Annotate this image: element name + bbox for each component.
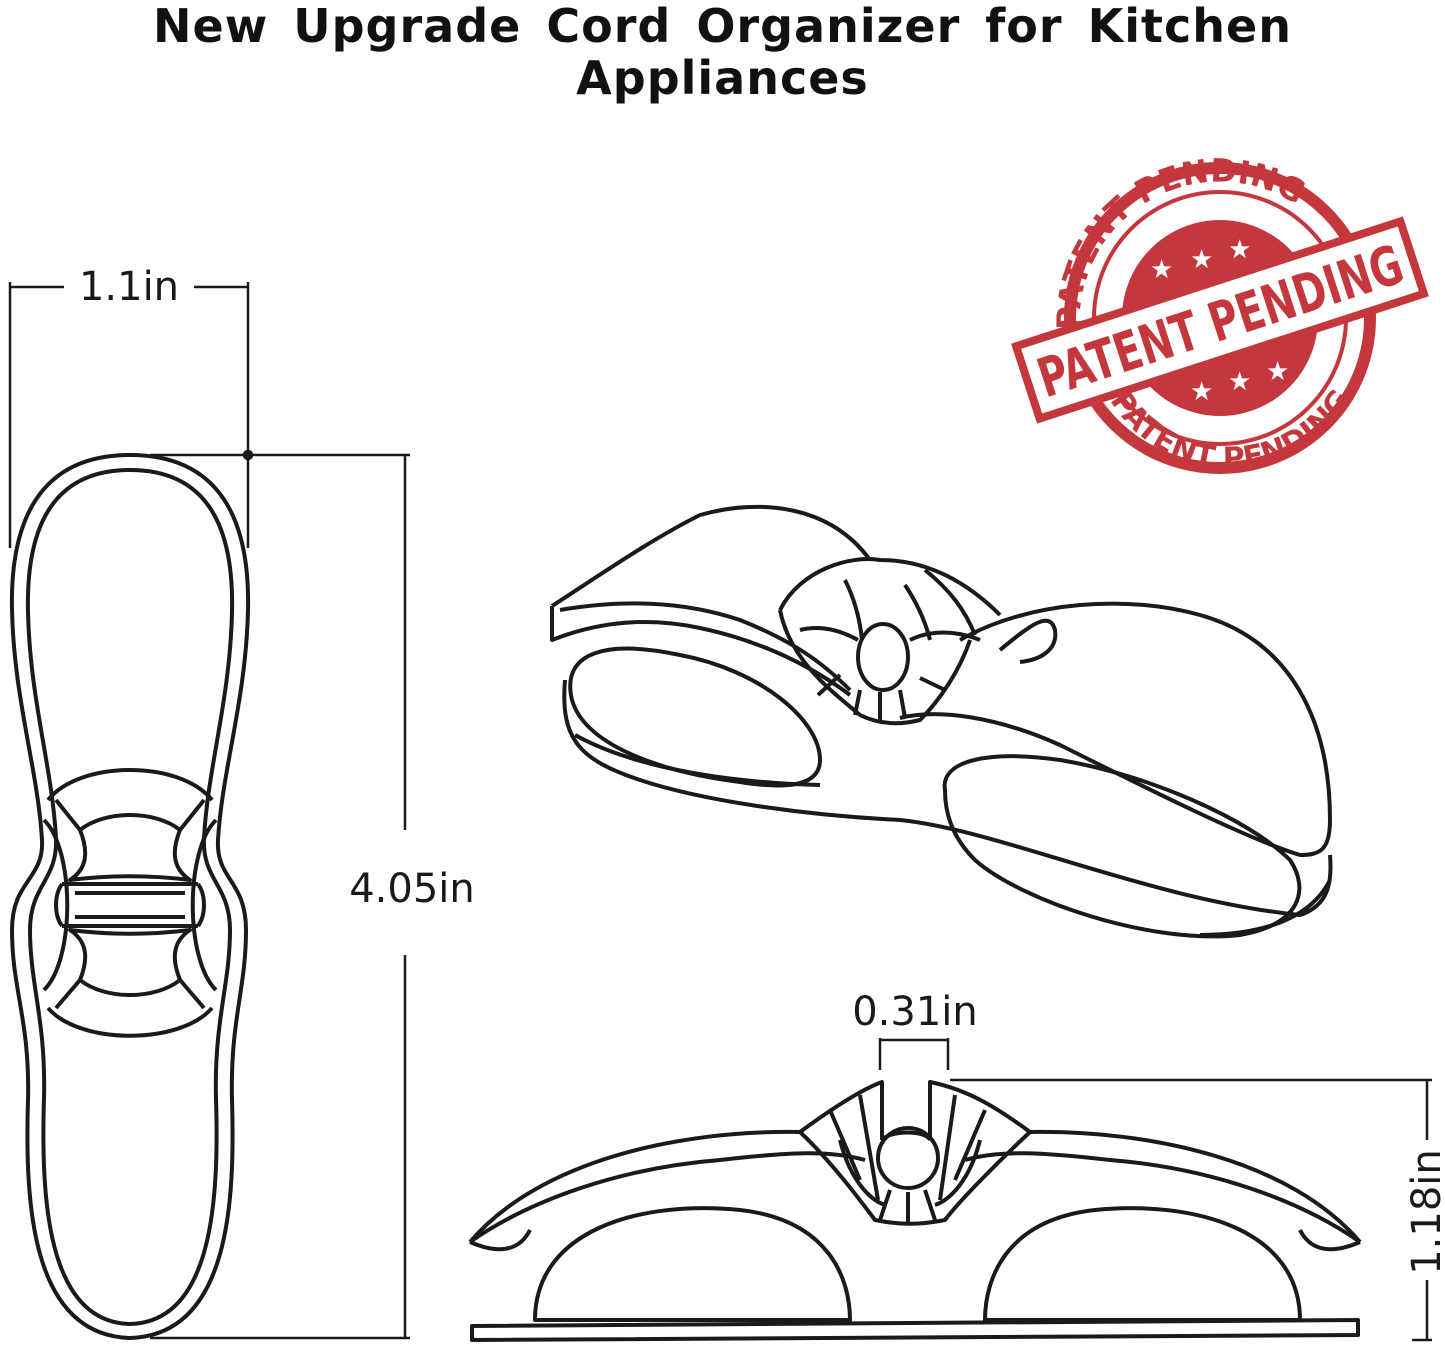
svg-text:★: ★ — [1266, 357, 1289, 387]
height-dimension — [150, 455, 410, 1340]
height-label: 4.05in — [349, 866, 475, 912]
gap-label: 0.31in — [852, 989, 978, 1035]
gap-dimension — [878, 1038, 950, 1070]
side-view-organizer — [468, 1080, 1362, 1342]
perspective-view-organizer — [550, 504, 1333, 939]
width-dimension — [8, 282, 410, 548]
svg-text:★: ★ — [1228, 367, 1251, 397]
top-view-inner-outline — [25, 468, 235, 1326]
svg-text:★: ★ — [1190, 377, 1213, 407]
stamp-stars: ★ ★ ★ ★ ★ ★ — [1150, 235, 1289, 407]
svg-text:★: ★ — [1150, 255, 1173, 285]
top-view-organizer — [9, 453, 251, 1340]
side-height-dimension — [950, 1078, 1432, 1342]
top-view-outer-outline — [9, 453, 251, 1340]
width-label: 1.1in — [79, 264, 179, 310]
patent-pending-stamp: PATENT PENDING PATENT PENDING ★ ★ ★ ★ ★ … — [1011, 151, 1429, 477]
svg-text:★: ★ — [1190, 245, 1213, 275]
page-title: New Upgrade Cord Organizer for Kitchen A… — [153, 0, 1292, 105]
side-height-label: 1.18in — [1404, 1149, 1445, 1275]
stamp-banner — [1011, 216, 1429, 424]
svg-text:★: ★ — [1228, 235, 1251, 265]
